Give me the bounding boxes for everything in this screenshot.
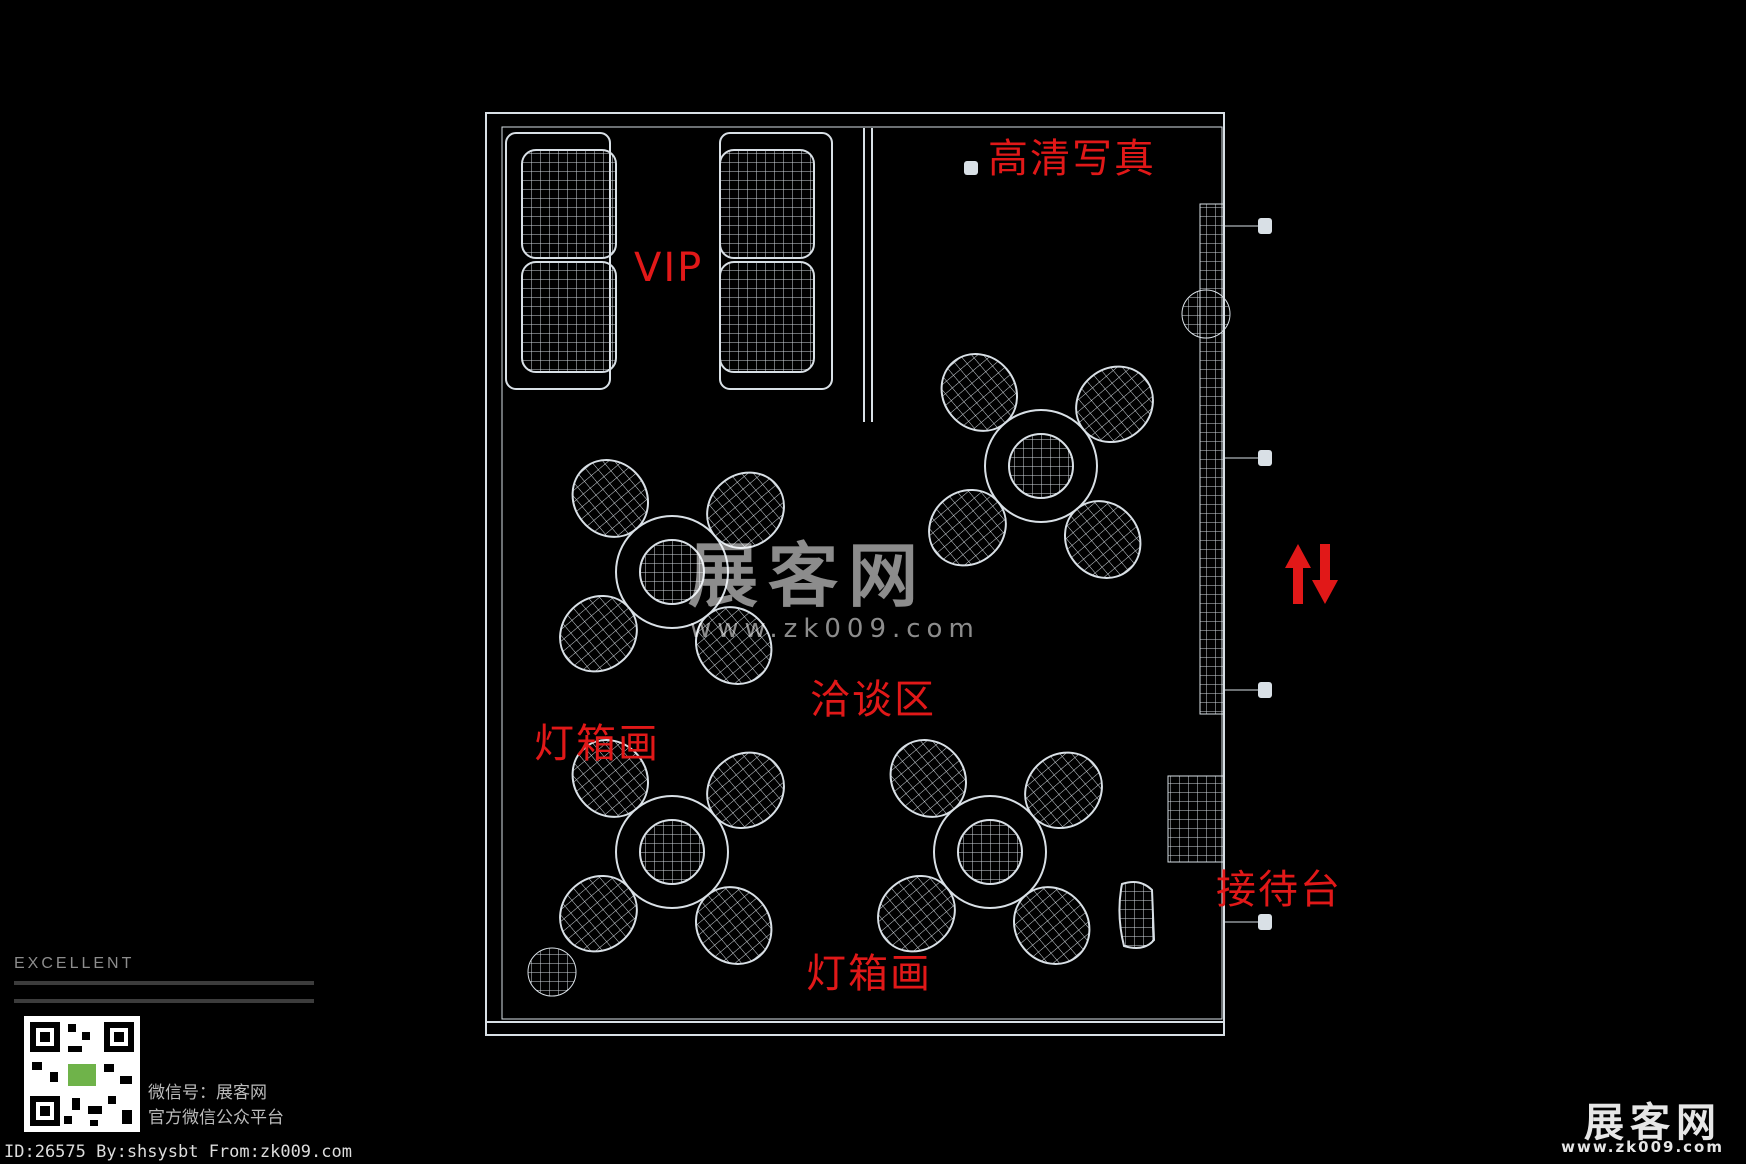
brand-block: EXCELLENT (14, 955, 334, 1003)
wechat-id: 微信号：展客网 (148, 1083, 267, 1103)
image-meta: ID:26575 By:shsysbt From:zk009.com (4, 1142, 352, 1162)
side-wall-panel (1167, 203, 1225, 863)
lightbox-left-label: 灯箱画 (534, 721, 660, 767)
corner-logo-url: www.zk009.com (1561, 1138, 1724, 1156)
vip-label: VIP (634, 245, 704, 291)
table-group-top-right (928, 353, 1154, 579)
table-group-bottom-left (559, 739, 785, 965)
spotlight-fixtures (964, 161, 1272, 930)
reception-label: 接待台 (1216, 867, 1342, 913)
reception-counter (1118, 881, 1156, 949)
table-group-top-left (559, 459, 785, 685)
brand-title: EXCELLENT (14, 955, 135, 972)
qr-code (24, 1016, 140, 1132)
vip-partition (863, 128, 873, 422)
plant-bottom-left (527, 947, 577, 997)
watermark-name: 展客网 (688, 534, 928, 617)
brand-fine-print-2 (14, 999, 314, 1003)
lightbox-bottom-label: 灯箱画 (806, 951, 932, 997)
entry-arrows-icon (1285, 544, 1338, 604)
vip-sofa-right (719, 132, 833, 390)
entrance-line (1224, 225, 1258, 923)
wechat-desc: 官方微信公众平台 (148, 1108, 284, 1128)
table-group-bottom-right (877, 739, 1103, 965)
vip-sofa-left (505, 132, 617, 390)
negotiation-area-label: 洽谈区 (810, 677, 936, 723)
plant-top-right (1181, 289, 1231, 339)
brand-fine-print-1 (14, 981, 314, 985)
watermark-url: www.zk009.com (690, 614, 980, 644)
hd-photo-label: 高清写真 (988, 136, 1156, 182)
corner-logo-name: 展客网 (1584, 1099, 1722, 1146)
